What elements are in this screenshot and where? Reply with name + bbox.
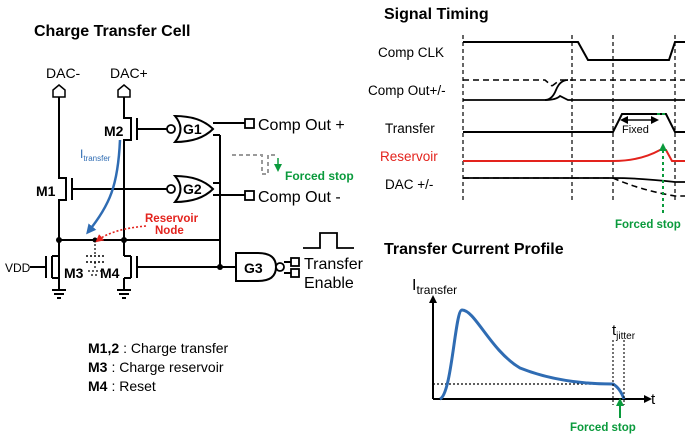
legend-item: M3: Charge reservoir (88, 359, 224, 375)
signal-label-reservoir: Reservoir (380, 149, 438, 164)
transfer-terminal-icon (290, 257, 300, 267)
t-jitter-label: tjitter (612, 322, 636, 342)
signal-label-dac: DAC +/- (385, 177, 433, 192)
m2-label: M2 (104, 123, 124, 139)
comp-out-plus-label: Comp Out + (258, 117, 345, 134)
node-dot (56, 237, 62, 243)
gate-g2 (166, 174, 245, 204)
transfer-current-curve (438, 308, 626, 401)
transfer-line2-label: Enable (304, 275, 354, 292)
transistor-m3 (30, 240, 66, 299)
node-dot (121, 237, 127, 243)
legend-item: M4: Reset (88, 378, 156, 394)
g3-label: G3 (244, 260, 263, 276)
node-dot (92, 237, 98, 243)
dac-minus-label: DAC- (46, 65, 81, 81)
comp-out-minus-label: Comp Out - (258, 189, 341, 206)
comp-out-plus-terminal-icon (244, 118, 255, 129)
waveform-transfer (463, 113, 685, 133)
comp-out-minus-terminal-icon (244, 190, 255, 201)
charge-transfer-cell: Charge Transfer Cell DAC- DAC+ M1 M2 (5, 23, 364, 394)
parasitic-capacitor (86, 240, 104, 276)
i-transfer-arrow-icon (86, 139, 122, 235)
dac-plus-label: DAC+ (110, 65, 148, 81)
transistor-legend: M1,2: Charge transfer M3: Charge reservo… (88, 340, 229, 394)
signal-timing-panel: Signal Timing Comp CLK Comp Out+/- Trans… (368, 6, 685, 231)
forced-stop-label: Forced stop (285, 169, 354, 183)
g2-label: G2 (183, 181, 202, 197)
signal-label-transfer: Transfer (385, 121, 435, 136)
gate-g1 (166, 114, 245, 200)
m4-label: M4 (100, 265, 120, 281)
forced-stop-pulse-icon (232, 154, 282, 175)
gate-g3 (220, 252, 291, 282)
reservoir-node-label-line1: Reservoir (145, 213, 199, 225)
g1-label: G1 (183, 121, 202, 137)
dac-minus-terminal-icon (52, 84, 66, 98)
signal-label-comp-clk: Comp CLK (378, 45, 444, 60)
transfer-pulse-icon (303, 232, 354, 249)
reservoir-node-arrow-icon (95, 225, 147, 243)
transistor-m4 (117, 240, 220, 299)
m3-label: M3 (64, 265, 84, 281)
i-transfer-label: Itransfer (80, 147, 111, 163)
timing-forced-stop-label: Forced stop (615, 219, 681, 231)
m1-label: M1 (36, 183, 56, 199)
legend-item: M1,2: Charge transfer (88, 340, 229, 356)
current-profile-panel: Transfer Current Profile Itransfer t tji… (384, 241, 656, 434)
x-axis-label: t (651, 391, 656, 408)
signal-label-comp-out: Comp Out+/- (368, 83, 446, 98)
waveform-dac (463, 177, 685, 197)
waveform-reservoir (463, 149, 685, 162)
signal-timing-title: Signal Timing (384, 6, 489, 23)
waveform-comp-clk (463, 41, 685, 61)
profile-forced-stop-label: Forced stop (570, 422, 636, 434)
enable-terminal-icon (290, 268, 300, 278)
waveform-comp-out (463, 79, 685, 101)
vdd-label: VDD (5, 261, 31, 275)
y-axis-label: Itransfer (412, 277, 457, 297)
dac-plus-terminal-icon (117, 84, 131, 98)
circuit-title: Charge Transfer Cell (34, 23, 191, 40)
fixed-label: Fixed (622, 124, 649, 136)
current-profile-title: Transfer Current Profile (384, 241, 564, 258)
reservoir-node-label-line2: Node (155, 225, 184, 237)
transfer-line1-label: Transfer (304, 256, 364, 273)
